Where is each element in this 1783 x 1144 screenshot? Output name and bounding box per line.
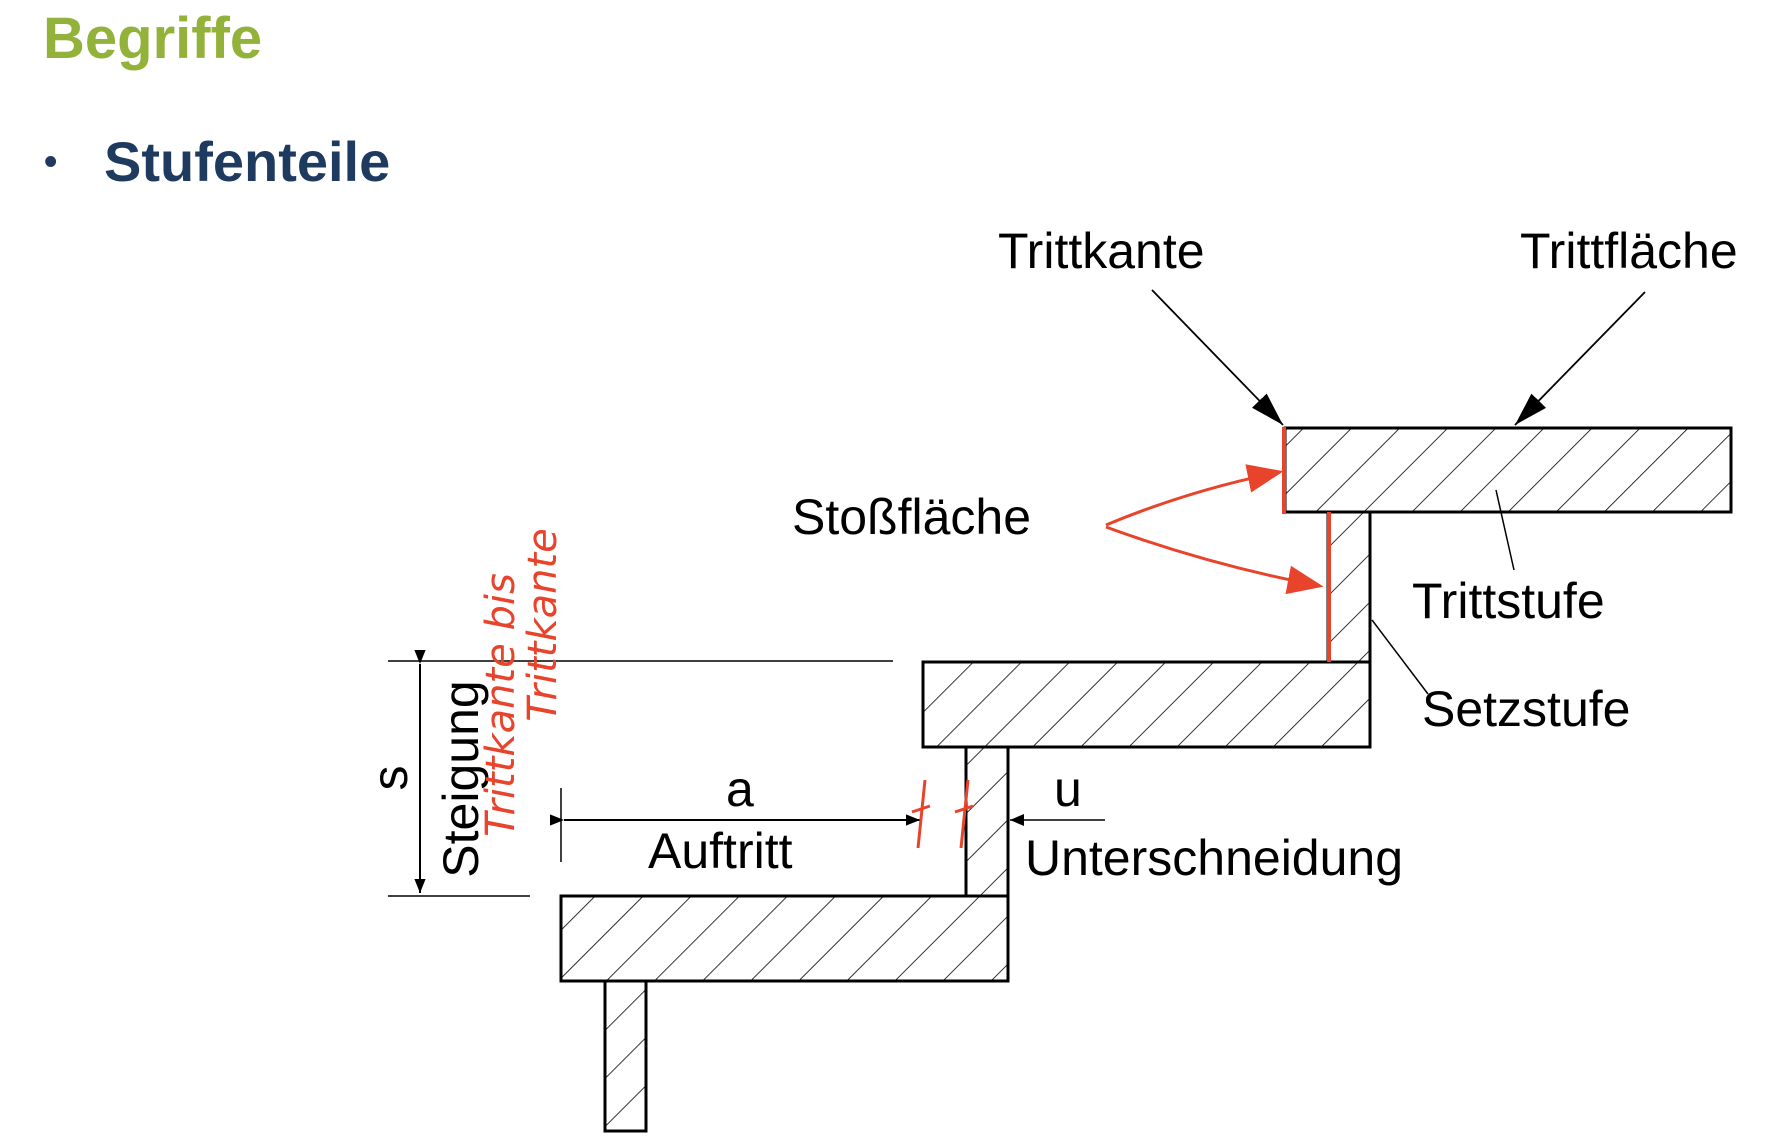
label-trittkante: Trittkante [998, 223, 1205, 279]
label-a: a [726, 761, 754, 817]
bullet-item: • Stufenteile [44, 134, 390, 190]
unterschneidung-arrow-icon [1010, 814, 1024, 826]
riser-lower [964, 745, 1010, 898]
riser-bottom [603, 979, 648, 1133]
label-auftritt: Auftritt [648, 823, 793, 879]
stossflaeche-arrow-bottom [1105, 525, 1324, 595]
label-steigung: Steigung [433, 680, 489, 877]
label-u: u [1054, 761, 1082, 817]
trittkante-leader [1151, 289, 1284, 426]
label-unterschneidung: Unterschneidung [1025, 830, 1403, 886]
bullet-text: Stufenteile [104, 130, 391, 193]
trittstufe-leader [1495, 489, 1515, 571]
unterschneidung-tick-1 [911, 779, 931, 849]
label-trittstufe: Trittstufe [1412, 573, 1605, 629]
label-setzstufe: Setzstufe [1422, 681, 1630, 737]
label-trittflaeche: Trittfläche [1520, 223, 1738, 279]
unterschneidung-tick-2 [954, 779, 974, 849]
slide-title: Begriffe [43, 6, 263, 71]
label-s: s [362, 766, 418, 791]
tread-middle [921, 660, 1372, 749]
label-stossflaeche: Stoßfläche [792, 489, 1031, 545]
bullet-dot-icon: • [44, 141, 58, 183]
tread-top [1283, 426, 1733, 514]
handwritten-note-line2: Trittkante [520, 528, 566, 722]
stossflaeche-arrow-top [1105, 464, 1284, 527]
riser-upper [1326, 510, 1372, 664]
handwritten-note-line1: Trittkante bis [478, 573, 524, 837]
trittflaeche-leader [1514, 291, 1646, 426]
setzstufe-leader [1371, 619, 1429, 695]
tread-bottom [559, 894, 1010, 983]
